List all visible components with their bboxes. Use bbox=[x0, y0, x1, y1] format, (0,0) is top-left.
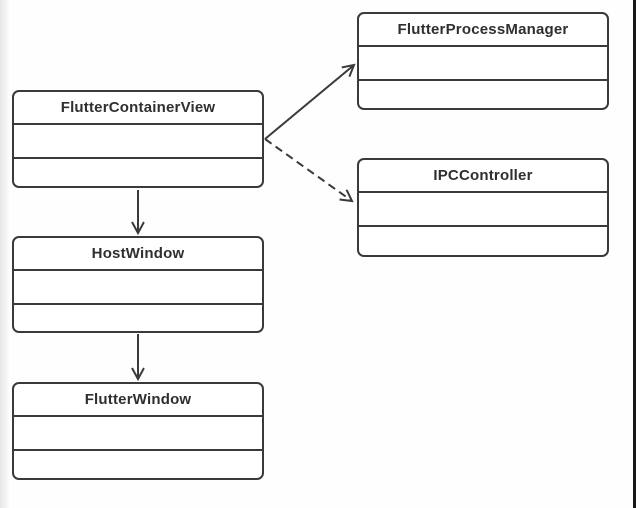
attributes-compartment bbox=[14, 271, 262, 305]
edge-containerview-to-ipccontroller bbox=[264, 138, 352, 201]
class-node-flutter-process-manager: FlutterProcessManager bbox=[357, 12, 609, 110]
methods-compartment bbox=[14, 305, 262, 331]
edge-containerview-to-processmanager bbox=[264, 65, 354, 140]
class-title: FlutterContainerView bbox=[14, 92, 262, 125]
class-title: FlutterWindow bbox=[14, 384, 262, 417]
class-node-host-window: HostWindow bbox=[12, 236, 264, 333]
class-node-ipc-controller: IPCController bbox=[357, 158, 609, 257]
attributes-compartment bbox=[359, 193, 607, 227]
class-node-flutter-container-view: FlutterContainerView bbox=[12, 90, 264, 188]
methods-compartment bbox=[359, 227, 607, 255]
attributes-compartment bbox=[14, 125, 262, 159]
methods-compartment bbox=[359, 81, 607, 108]
class-title: IPCController bbox=[359, 160, 607, 193]
class-title: HostWindow bbox=[14, 238, 262, 271]
left-edge-strip bbox=[0, 0, 9, 508]
attributes-compartment bbox=[14, 417, 262, 451]
attributes-compartment bbox=[359, 47, 607, 81]
right-edge-strip bbox=[633, 0, 636, 508]
class-node-flutter-window: FlutterWindow bbox=[12, 382, 264, 480]
methods-compartment bbox=[14, 451, 262, 478]
methods-compartment bbox=[14, 159, 262, 186]
class-title: FlutterProcessManager bbox=[359, 14, 607, 47]
